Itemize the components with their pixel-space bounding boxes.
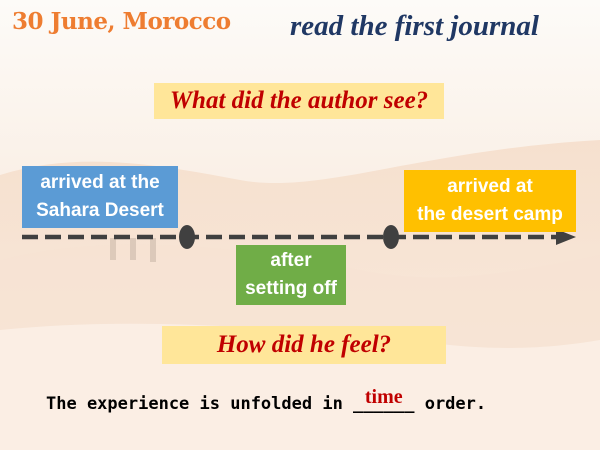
sentence-start: The experience is unfolded in [46,394,354,414]
stage-label-line: arrived at the [40,172,160,193]
date-location-title: 30 June, Morocco [12,8,231,35]
sentence-end: order. [414,394,487,414]
stage-arrived-camp: arrived at the desert camp [404,170,576,232]
timeline-marker-1 [179,225,195,249]
stage-label-line: after [270,250,312,271]
answer-word: time [364,386,403,408]
fill-in-sentence: The experience is unfolded in ______time… [46,386,487,414]
timeline-arrowhead-icon [556,229,576,245]
blank-underline: ______ [353,394,415,414]
camel-caravan-silhouette [110,238,156,262]
answer-blank: ______time [353,386,415,414]
stage-label-line: arrived at [447,176,533,197]
stage-label-line: setting off [245,278,337,299]
question-what-did-author-see: What did the author see? [154,83,444,119]
question-how-did-he-feel: How did he feel? [162,326,446,364]
timeline-marker-2 [383,225,399,249]
stage-after-setting-off: after setting off [236,245,346,305]
stage-label-line: the desert camp [417,204,563,225]
stage-arrived-sahara: arrived at the Sahara Desert [22,166,178,228]
slide-subtitle: read the first journal [290,10,539,42]
stage-label-line: Sahara Desert [36,200,164,221]
